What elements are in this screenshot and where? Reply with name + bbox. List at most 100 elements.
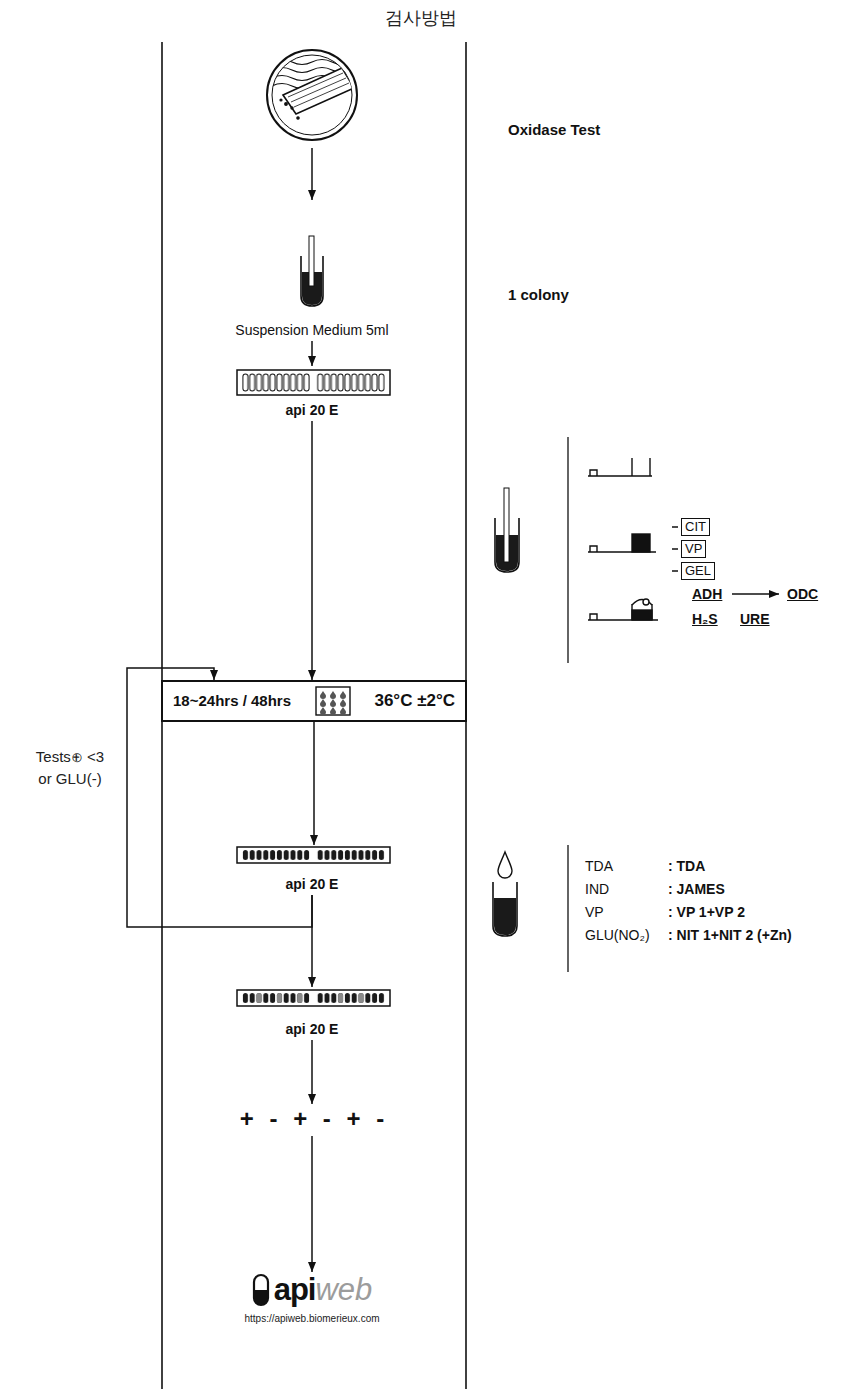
drawing-part [317, 370, 385, 395]
petri-dish [267, 50, 357, 140]
drawing-part [632, 534, 650, 552]
loop-arrow [127, 668, 312, 927]
drawing-part [288, 73, 349, 107]
apiweb-logo: apiweb https://apiweb.biomerieux.com [240, 1272, 384, 1328]
reagent-name: : VP 1+VP 2 [668, 904, 745, 921]
pill-icon [252, 1273, 270, 1307]
test-code: VP [681, 540, 706, 558]
drop-shape [340, 699, 346, 707]
drop-shape [340, 691, 346, 699]
drop-shape [320, 707, 326, 715]
drawing-part [242, 370, 310, 395]
flow-arrow [311, 1136, 313, 1272]
step-label: Suspension Medium 5ml [226, 321, 398, 339]
reagent-test: VP [585, 904, 604, 921]
reagent-name: : JAMES [668, 881, 725, 898]
pill-fill [254, 1290, 268, 1305]
result-step: + - + - + - [236, 1104, 389, 1136]
drawing-part [338, 993, 343, 1003]
drop-shape [320, 691, 326, 699]
drawing-part [297, 117, 299, 119]
incubation-box: 18~24hrs / 48hrs 36°C ±2°C [161, 680, 467, 722]
test-code: H₂S [692, 611, 718, 628]
drawing-part [280, 99, 282, 101]
logo-row: apiweb [240, 1272, 384, 1308]
reaction-arrow [732, 593, 779, 594]
test-code: URE [740, 611, 770, 628]
drawing-part [267, 50, 357, 140]
tube-step: Suspension Medium 5ml [226, 236, 398, 341]
drawing-part [309, 236, 314, 286]
step-label: api 20 E [231, 875, 393, 893]
test-code: CIT [681, 518, 710, 536]
drawing-part [272, 60, 352, 65]
reagent-name: : NIT 1+NIT 2 (+Zn) [668, 927, 792, 944]
drawing-part [277, 993, 282, 1003]
page-title: 검사방법 [0, 6, 841, 30]
api-strip [237, 847, 390, 863]
drawing-part [504, 488, 509, 562]
drawing-part [588, 604, 658, 620]
cupule-icon [588, 458, 652, 476]
bracket-line [567, 845, 568, 972]
incubation-text: 18~24hrs / 48hrs [173, 691, 291, 711]
dash-mark [672, 527, 678, 571]
reagent-test: TDA [585, 858, 613, 875]
drawing-part [285, 103, 288, 106]
drawing-part [237, 370, 390, 395]
flow-arrow [313, 722, 315, 845]
drawing-part [588, 458, 652, 476]
drop-shape [320, 699, 326, 707]
api-strip [237, 990, 390, 1006]
drawing-part [317, 848, 385, 862]
drawing-part [632, 600, 652, 606]
test-code: ODC [787, 586, 818, 603]
cupule-icon [588, 534, 656, 552]
step-note: Oxidase Test [508, 121, 600, 139]
drawing-part [498, 852, 512, 878]
drawing-part [494, 898, 516, 935]
test-code: ADH [692, 586, 722, 603]
drop-shape [340, 707, 346, 715]
reagent-name: : TDA [668, 858, 705, 875]
pill-outline [254, 1275, 268, 1305]
step-label: api 20 E [231, 401, 393, 419]
drawing-part [493, 882, 517, 936]
logo-web: web [315, 1272, 372, 1308]
flow-arrow [311, 1040, 313, 1104]
drawing-part [237, 990, 390, 1006]
drawing-part [317, 991, 385, 1005]
api-strip [237, 370, 390, 395]
reagent-test: GLU(NO₂) [585, 927, 650, 944]
drawing-part [242, 848, 310, 862]
flow-arrow [311, 341, 313, 366]
tube-icon [301, 236, 323, 306]
drop-frame [316, 687, 350, 715]
test-code: GEL [681, 562, 715, 580]
drawing-part [283, 68, 354, 114]
humidity-icon [315, 686, 351, 716]
drawing-part [291, 107, 293, 109]
step-note: 1 colony [508, 286, 569, 304]
logo-api: api [274, 1272, 316, 1308]
drop-shape [330, 691, 336, 699]
strip-step: api 20 E [231, 987, 393, 1040]
drop-shape [330, 699, 336, 707]
drop-shape [330, 707, 336, 715]
drawing-part [297, 993, 302, 1003]
drawing-part [359, 993, 364, 1003]
strip-step: api 20 E [231, 845, 393, 895]
reagent-drop-icon [493, 852, 517, 936]
cupule-icon [588, 599, 658, 620]
drawing-part [237, 847, 390, 863]
drawing-part [272, 60, 354, 120]
drawing-part [643, 599, 649, 605]
flow-arrow [311, 421, 313, 680]
drawing-part [257, 993, 262, 1003]
drawing-part [242, 991, 310, 1005]
incubation-text: 36°C ±2°C [374, 691, 455, 711]
flow-arrow [311, 148, 313, 200]
bracket-line [567, 437, 568, 663]
url-text: https://apiweb.biomerieux.com [240, 1312, 384, 1326]
